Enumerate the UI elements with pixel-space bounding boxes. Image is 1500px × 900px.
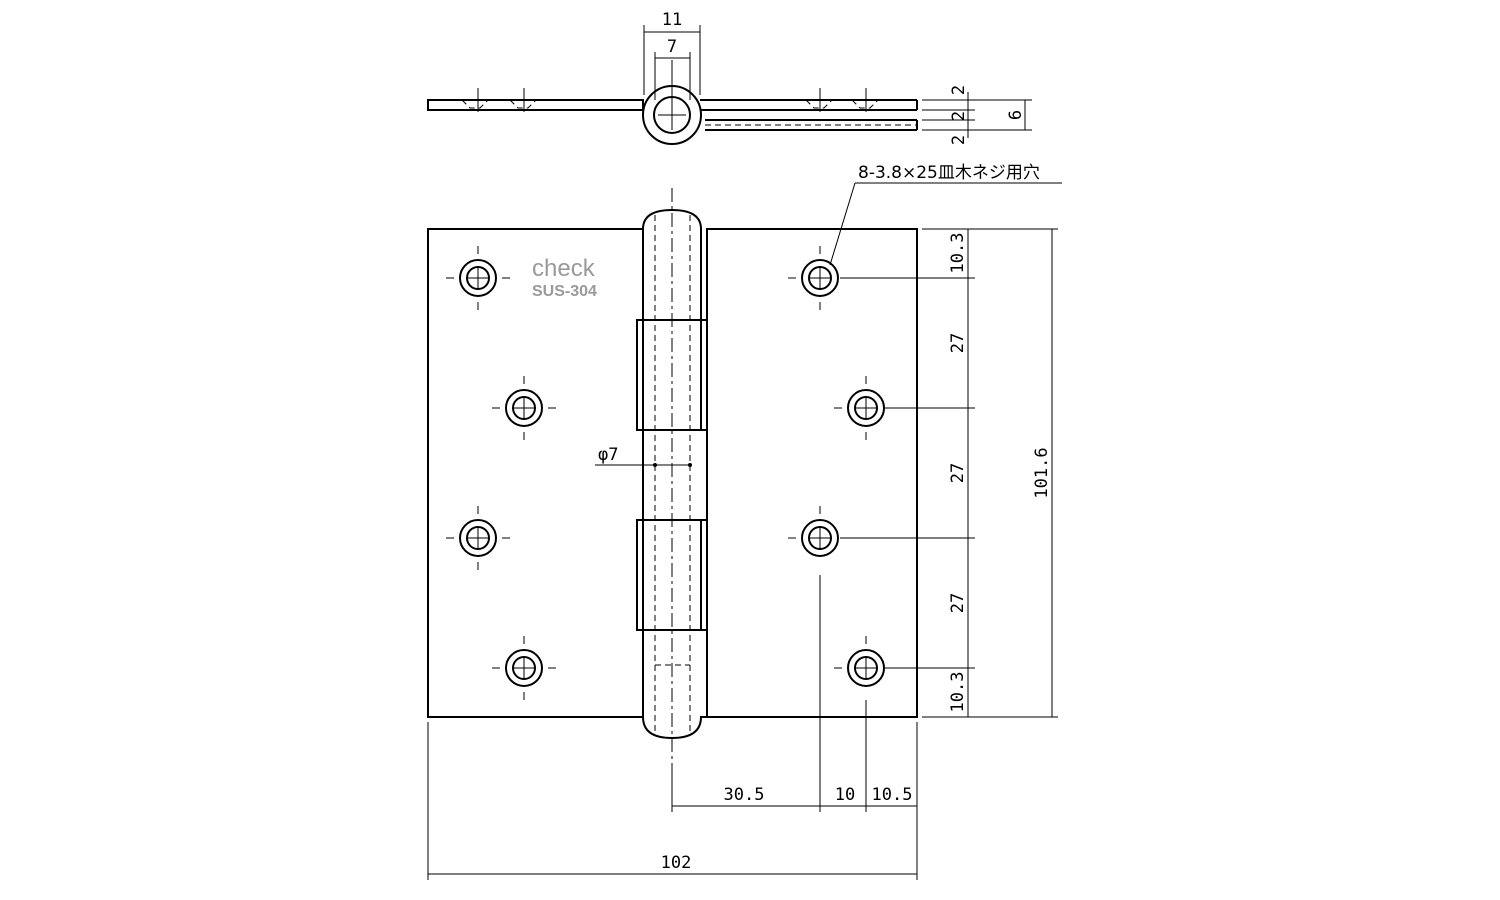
dim-total-height: 101.6: [1032, 447, 1052, 498]
dim-total-thickness: 6: [1006, 110, 1026, 120]
dim-bottom-margin: 10.3: [948, 672, 968, 713]
dim-knuckle-width: 11: [662, 10, 682, 30]
screw-hole: [788, 246, 839, 310]
dim-hole-offset-2: 10: [835, 785, 855, 805]
screw-holes: [446, 246, 898, 700]
dim-total-width: 102: [661, 853, 692, 873]
screw-hole: [834, 376, 898, 440]
dim-top-margin: 10.3: [948, 233, 968, 274]
dim-gap: 2: [949, 111, 969, 121]
dim-leaf-thickness-1: 2: [949, 85, 969, 95]
top-left-leaf: [427, 99, 644, 111]
top-view: 11 7 2 2 2 6: [427, 10, 1032, 145]
front-view: φ7 check SUS-304: [427, 163, 1062, 880]
screw-hole: [492, 376, 556, 440]
dim-pitch-1: 27: [948, 333, 968, 353]
left-leaf: [427, 228, 644, 718]
dim-pin-width: 7: [667, 37, 677, 57]
right-leaf: [706, 228, 918, 718]
material-marking: SUS-304: [532, 283, 597, 300]
dim-hole-offset-1: 30.5: [724, 785, 765, 805]
screw-hole: [788, 506, 839, 557]
dim-pitch-3: 27: [948, 593, 968, 613]
hole-note: 8-3.8×25皿木ネジ用穴: [858, 163, 1040, 183]
screw-hole: [446, 246, 510, 310]
screw-hole: [834, 636, 898, 687]
brand-marking: check: [532, 255, 596, 282]
dim-pin-diameter: φ7: [598, 445, 618, 465]
dim-pitch-2: 27: [948, 463, 968, 483]
dim-edge-offset: 10.5: [872, 785, 913, 805]
screw-hole: [446, 506, 510, 570]
dim-leaf-thickness-2: 2: [949, 135, 969, 145]
screw-hole: [492, 636, 556, 700]
